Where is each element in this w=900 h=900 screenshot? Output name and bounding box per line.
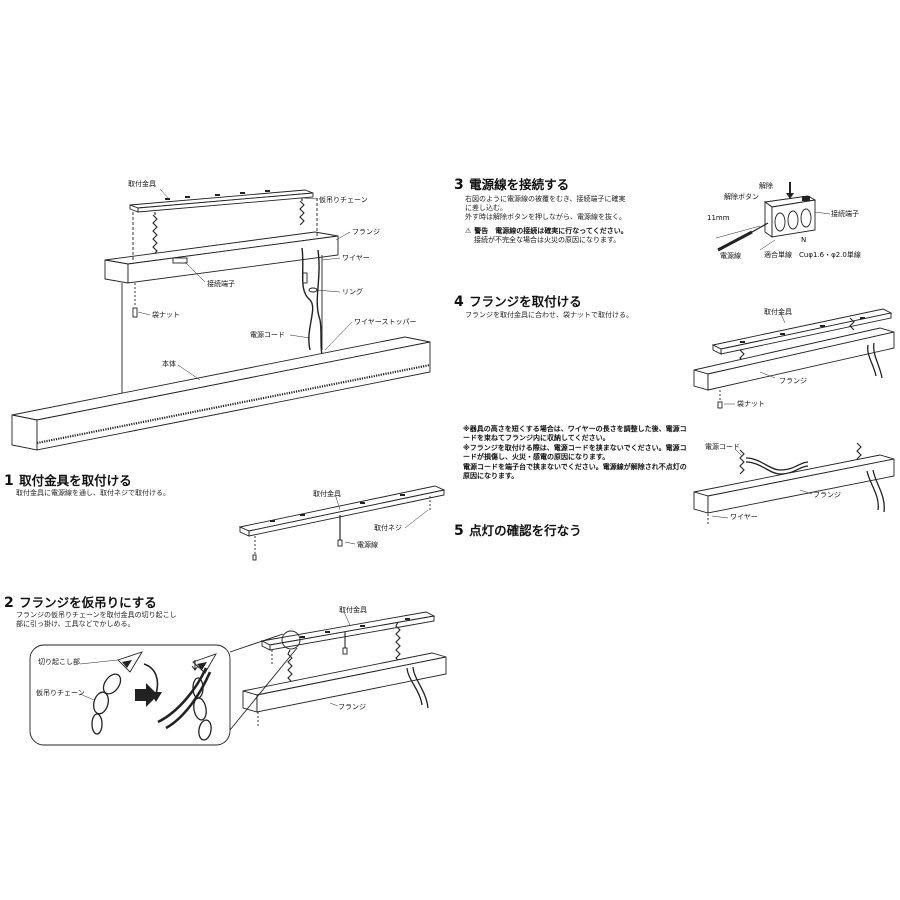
step4-number: 4 — [454, 294, 464, 310]
step3-title-text: 電源線を接続する — [469, 177, 570, 192]
step5-title-text: 点灯の確認を行なう — [469, 523, 582, 538]
label-wire: ワイヤー — [342, 254, 370, 262]
step3-description: 右図のように電源線の被覆をむき、接続端子に確実 に差し込む。 外す時は解除ボタン… — [465, 195, 626, 222]
step4-drawing — [693, 308, 895, 410]
step3-title: 3 電源線を接続する — [454, 177, 570, 193]
notes-drawing — [693, 442, 895, 524]
arrow-right-icon — [135, 683, 158, 707]
note-1: ※器具の高さを短くする場合は、ワイヤーの長さを調整した後、電源コードを束ねてフラ… — [463, 425, 687, 443]
step2-label-chain: 仮吊りチェーン — [36, 689, 85, 697]
label-terminal: 接続端子 — [207, 280, 235, 288]
step4-description: フランジを取付金具に合わせ、袋ナットで取付ける。 — [465, 311, 633, 319]
warning-subtext: 接続が不完全な場合は火災の原因になります。 — [474, 236, 621, 244]
step4-title: 4 フランジを取付ける — [454, 294, 582, 310]
step1-label-screw: 取付ネジ — [374, 524, 402, 532]
step1-label-bracket: 取付金具 — [313, 490, 341, 498]
notes-label-flange: フランジ — [813, 491, 841, 499]
notes-label-power-cord: 電源コード — [705, 443, 740, 451]
step1-title: 1 取付金具を取付ける — [4, 473, 132, 489]
label-temporary-chain: 仮吊りチェーン — [319, 196, 368, 204]
note-2: ※フランジを取付ける際は、電源コードを挟まないでください。電源コードが損傷し、火… — [463, 443, 687, 462]
step2-desc-line1: フランジの仮吊りチェーンを取付金具の切り起こし — [16, 611, 177, 619]
caution-notes: ※器具の高さを短くする場合は、ワイヤーの長さを調整した後、電源コードを束ねてフラ… — [463, 425, 688, 481]
step2-number: 2 — [4, 595, 14, 611]
note-3: 電源コードを端子台で挟まないでください。電源線が解除され不点灯の原因になります。 — [463, 462, 687, 481]
label-n-mark: N — [801, 236, 807, 244]
step1-label-power-line: 電源線 — [357, 541, 378, 549]
step1-title-text: 取付金具を取付ける — [19, 473, 132, 488]
zoom-detail-panel — [29, 644, 231, 746]
step3-desc-line3: 外す時は解除ボタンを押しながら、電源線を抜く。 — [465, 213, 626, 221]
label-release-button: 解除ボタン — [724, 193, 759, 201]
label-body: 本体 — [162, 360, 176, 368]
label-flange: フランジ — [352, 228, 380, 236]
step2-label-flange: フランジ — [338, 703, 366, 711]
step3-connector-drawing — [715, 182, 831, 252]
step4-title-text: フランジを取付ける — [469, 294, 582, 309]
step1-description: 取付金具に電源線を通し、取付ネジで取付ける。 — [16, 489, 170, 497]
label-strip-length: 11mm — [707, 214, 730, 222]
step2-description: フランジの仮吊りチェーンを取付金具の切り起こし 部に引っ掛け、工具などでかしめる… — [16, 611, 177, 629]
main-assembly-drawing — [11, 188, 431, 451]
step2-title: 2 フランジを仮吊りにする — [4, 595, 157, 611]
notes-label-wire: ワイヤー — [730, 513, 758, 521]
step4-label-bracket: 取付金具 — [764, 308, 792, 316]
step1-number: 1 — [4, 473, 14, 489]
label-ring: リング — [342, 288, 363, 296]
step4-label-flange: フランジ — [779, 377, 807, 385]
step2-label-bracket: 取付金具 — [339, 606, 367, 614]
label-power-cord: 電源コード — [250, 331, 285, 339]
label-bag-nut: 袋ナット — [152, 311, 180, 319]
warning-icon: ⚠ — [465, 227, 472, 235]
step2-title-text: フランジを仮吊りにする — [19, 595, 157, 610]
step5-title: 5 点灯の確認を行なう — [454, 523, 582, 539]
step3-number: 3 — [454, 177, 464, 193]
step1-drawing — [238, 485, 446, 561]
step4-label-bag-nut: 袋ナット — [737, 400, 765, 408]
label-connector-terminal: 接続端子 — [831, 210, 859, 218]
chain-left — [152, 212, 158, 260]
label-power-line-2: 電源線 — [720, 252, 741, 260]
label-release: 解除 — [759, 182, 773, 190]
step3-desc-line1: 右図のように電源線の被覆をむき、接続端子に確実 — [465, 195, 626, 203]
step3-warning: ⚠警告 電源線の接続は確実に行なってください。 接続が不完全な場合は火災の原因に… — [465, 227, 628, 245]
label-mounting-bracket: 取付金具 — [128, 180, 156, 188]
step3-desc-line2: に差し込む。 — [465, 204, 507, 212]
label-single-wire: 適合単線 Cuφ1.6・φ2.0単線 — [764, 251, 861, 259]
step2-drawing — [29, 611, 447, 746]
step2-label-cut-tab: 切り起こし部 — [38, 658, 80, 666]
label-wire-stopper: ワイヤーストッパー — [354, 318, 417, 326]
chain-right — [299, 198, 305, 226]
step2-desc-line2: 部に引っ掛け、工具などでかしめる。 — [16, 620, 135, 628]
step5-number: 5 — [454, 523, 464, 539]
warning-heading: 警告 電源線の接続は確実に行なってください。 — [474, 227, 628, 235]
